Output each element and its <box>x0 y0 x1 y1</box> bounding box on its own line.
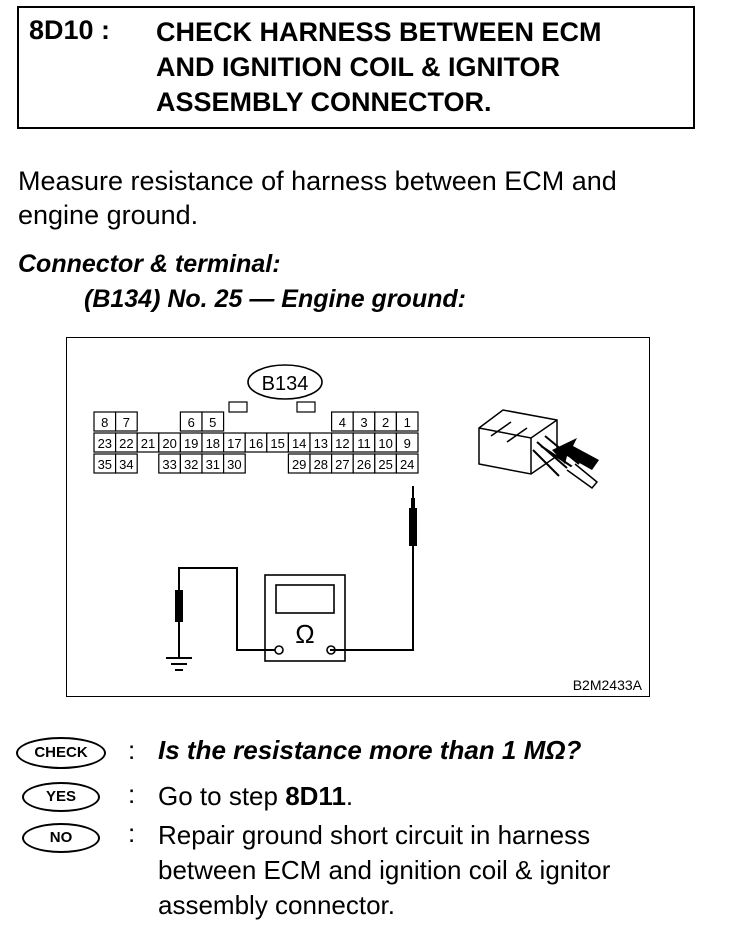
arrow-icon <box>552 438 599 470</box>
terminal-number: 35 <box>98 457 112 472</box>
terminal-number: 17 <box>227 436 241 451</box>
terminal-number: 21 <box>141 436 155 451</box>
no-action-line: assembly connector. <box>158 890 396 920</box>
terminal-cell <box>114 411 138 432</box>
no-action-line: between ECM and ignition coil & ignitor <box>158 855 611 885</box>
terminal-number: 2 <box>382 415 389 430</box>
step-title-line: ASSEMBLY CONNECTOR. <box>156 87 492 117</box>
connector-id-ellipse <box>247 364 323 400</box>
terminal-number: 6 <box>188 415 195 430</box>
terminal-number: 25 <box>378 457 392 472</box>
ground-symbol-icon <box>166 638 192 671</box>
check-question: Is the resistance more than 1 MΩ? <box>158 735 582 765</box>
connector-key-tab <box>228 401 248 413</box>
figure-code: B2M2433A <box>573 677 643 693</box>
no-colon: : <box>128 818 136 848</box>
terminal-number: 7 <box>123 415 130 430</box>
terminal-cell <box>395 432 419 453</box>
terminal-number: 11 <box>357 436 371 451</box>
no-badge: NO <box>22 823 100 853</box>
yes-badge: YES <box>22 782 100 812</box>
instruction-line: Measure resistance of harness between EC… <box>18 166 617 196</box>
terminal-cell <box>201 411 225 432</box>
terminal-number: 8 <box>101 415 108 430</box>
probe-wire-terminal-25 <box>330 486 414 651</box>
terminal-number: 23 <box>98 436 112 451</box>
ohm-symbol: Ω <box>295 619 314 649</box>
step-title-line: CHECK HARNESS BETWEEN ECM <box>156 17 602 47</box>
terminal-cell <box>395 411 419 432</box>
terminal-number: 27 <box>335 457 349 472</box>
instruction-text: Measure resistance of harness between EC… <box>18 164 617 232</box>
terminal-number: 26 <box>357 457 371 472</box>
step-title-line: AND IGNITION COIL & IGNITOR <box>156 52 561 82</box>
step-number: 8D10 : <box>29 15 111 45</box>
yes-action-suffix: . <box>345 781 354 811</box>
no-action: Repair ground short circuit in harness b… <box>158 818 610 923</box>
terminal-number: 14 <box>292 436 306 451</box>
step-header-box: 8D10 : CHECK HARNESS BETWEEN ECM AND IGN… <box>17 6 695 129</box>
check-badge: CHECK <box>16 737 106 769</box>
check-colon: : <box>128 735 136 765</box>
terminal-number: 18 <box>206 436 220 451</box>
connector-id-label: B134 <box>262 373 309 395</box>
terminal-number: 1 <box>404 415 411 430</box>
terminal-cell <box>223 453 246 474</box>
probe-terminal-25 <box>409 508 417 546</box>
terminal-number: 9 <box>404 436 411 451</box>
probe-wire-ground <box>178 567 275 651</box>
terminal-number: 34 <box>119 457 133 472</box>
terminal-number: 30 <box>227 457 241 472</box>
terminal-number: 28 <box>314 457 328 472</box>
connector-key-tab <box>296 401 316 413</box>
terminal-number: 20 <box>162 436 176 451</box>
terminal-number: 19 <box>184 436 198 451</box>
terminal-number: 32 <box>184 457 198 472</box>
instruction-line: engine ground. <box>18 200 199 230</box>
yes-action-prefix: Go to step <box>158 781 286 811</box>
probe-ground <box>175 590 183 622</box>
terminal-number: 22 <box>119 436 133 451</box>
step-title: CHECK HARNESS BETWEEN ECM AND IGNITION C… <box>156 15 686 120</box>
terminal-cell <box>114 453 138 474</box>
terminal-number: 16 <box>249 436 263 451</box>
connector-terminal-label: Connector & terminal: <box>18 250 281 278</box>
yes-action: Go to step 8D11. <box>158 779 353 814</box>
terminal-number: 4 <box>339 415 346 430</box>
ohmmeter <box>264 574 346 662</box>
terminal-number: 33 <box>162 457 176 472</box>
terminal-number: 10 <box>378 436 392 451</box>
terminal-number: 3 <box>360 415 367 430</box>
yes-colon: : <box>128 779 136 809</box>
terminal-number: 15 <box>270 436 284 451</box>
probe-tip-terminal-25 <box>411 498 415 510</box>
terminal-number: 5 <box>209 415 216 430</box>
terminal-number: 29 <box>292 457 306 472</box>
terminal-number: 12 <box>335 436 349 451</box>
terminal-number: 31 <box>206 457 220 472</box>
connector-illustration-icon <box>478 409 599 490</box>
connector-terminal-value: (B134) No. 25 — Engine ground: <box>84 285 466 313</box>
yes-step-link: 8D11 <box>285 781 346 811</box>
terminal-cell <box>395 453 419 474</box>
no-action-line: Repair ground short circuit in harness <box>158 820 591 850</box>
terminal-number: 13 <box>314 436 328 451</box>
terminal-number: 24 <box>400 457 414 472</box>
